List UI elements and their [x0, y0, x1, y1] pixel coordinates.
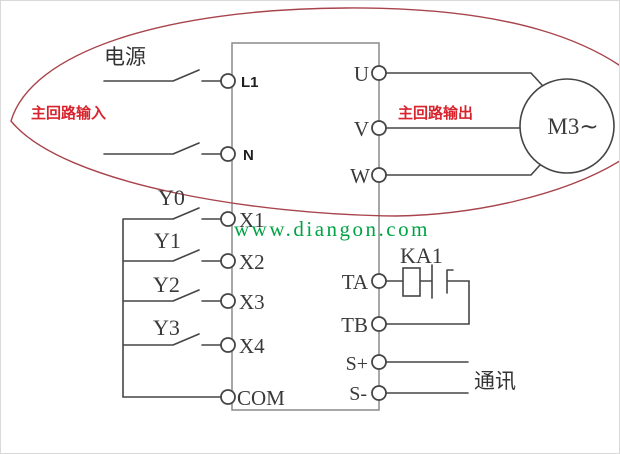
relay-coil: [402, 267, 421, 297]
terminal-dot-n: [220, 146, 236, 162]
terminal-dot-x2: [220, 253, 236, 269]
terminal-dot-tb: [371, 316, 387, 332]
relay-circuit-wires: [385, 264, 470, 325]
terminal-label-n: N: [243, 147, 254, 164]
terminal-label-x1: X1: [239, 208, 265, 232]
terminal-label-sminus: S-: [349, 383, 367, 405]
switch-label-y0: Y0: [158, 185, 185, 210]
motor-circle: [519, 78, 615, 174]
main-circuit-output-label: 主回路输出: [398, 104, 473, 122]
terminal-dot-l1: [220, 73, 236, 89]
terminal-label-x4: X4: [239, 334, 265, 358]
digital-input-wires: [122, 207, 222, 398]
terminal-dot-com: [220, 389, 236, 405]
terminal-dot-v: [371, 120, 387, 136]
terminal-dot-ta: [371, 273, 387, 289]
main-circuit-input-label: 主回路输入: [31, 104, 106, 122]
terminal-dot-splus: [371, 354, 387, 370]
terminal-label-x3: X3: [239, 290, 265, 314]
terminal-label-ta: TA: [342, 270, 369, 294]
relay-label: KA1: [400, 243, 443, 268]
watermark-text: www.diangon.com: [234, 217, 430, 241]
motor-output-wires: [385, 72, 543, 176]
terminal-dot-sminus: [371, 385, 387, 401]
terminal-label-splus: S+: [346, 353, 368, 375]
communication-label: 通讯: [474, 370, 516, 393]
communication-wires: [385, 361, 469, 394]
terminal-dot-w: [371, 167, 387, 183]
terminal-label-v: V: [354, 117, 369, 141]
terminal-label-u: U: [354, 62, 369, 86]
inverter-box: [231, 42, 380, 411]
terminal-label-x2: X2: [239, 250, 265, 274]
terminal-dot-u: [371, 65, 387, 81]
terminal-label-w: W: [350, 164, 370, 188]
switch-label-y3: Y3: [153, 315, 180, 340]
terminal-dot-x1: [220, 211, 236, 227]
terminal-label-l1: L1: [241, 74, 259, 91]
terminal-dot-x3: [220, 293, 236, 309]
main-circuit-highlight-ellipse: [10, 7, 619, 217]
switch-label-y1: Y1: [154, 228, 181, 253]
terminal-dot-x4: [220, 337, 236, 353]
terminal-label-com: COM: [237, 386, 285, 410]
motor-label: M3∼: [547, 114, 598, 139]
terminal-label-tb: TB: [341, 313, 368, 337]
power-source-label: 电源: [104, 46, 146, 69]
switch-label-y2: Y2: [153, 272, 180, 297]
power-input-wires: [103, 69, 222, 155]
